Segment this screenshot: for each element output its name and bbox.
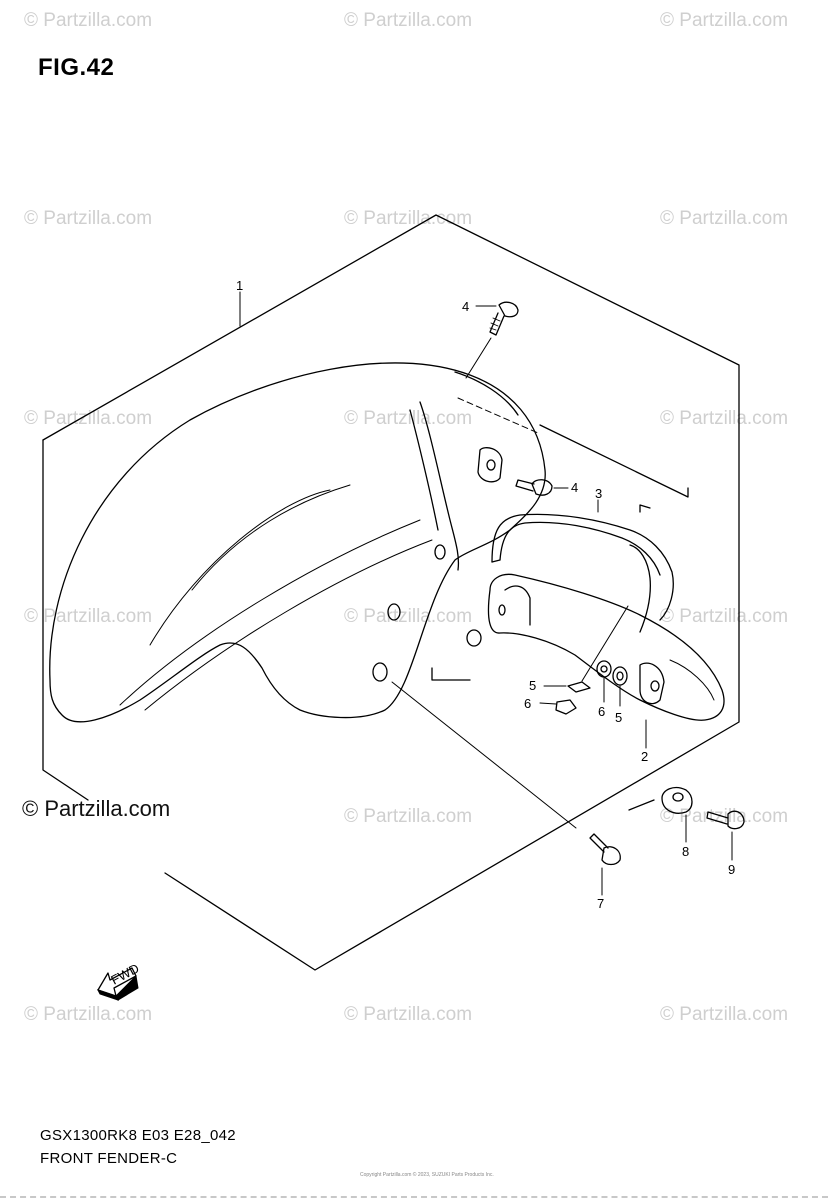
figure-title: FIG.42	[38, 54, 115, 81]
clip	[567, 681, 591, 693]
bracket-frame	[431, 667, 471, 681]
washer	[612, 666, 628, 686]
screw	[489, 312, 505, 336]
partzilla-watermark: © Partzilla.com	[22, 796, 171, 821]
assembly-frame	[42, 214, 740, 971]
callout-4: 4	[571, 480, 578, 495]
front-fender	[191, 484, 351, 591]
screw	[531, 479, 553, 496]
callout-5: 5	[615, 710, 622, 725]
bottom-divider	[0, 1196, 828, 1198]
front-fender	[477, 447, 503, 483]
bracket-frame	[639, 504, 651, 513]
washer	[616, 671, 624, 681]
callout-5: 5	[529, 678, 536, 693]
mounting-hole	[434, 544, 446, 560]
inner-fender	[669, 659, 715, 701]
front-fender	[454, 371, 519, 416]
fender-bracket	[499, 521, 661, 576]
screw	[489, 317, 501, 331]
bracket-frame	[539, 424, 689, 498]
front-fender	[119, 519, 421, 706]
callout-9: 9	[728, 862, 735, 877]
mounting-hole	[650, 680, 660, 692]
forward-arrow-icon: FWD	[97, 961, 142, 1001]
bolt	[706, 811, 729, 825]
mounting-hole	[372, 662, 388, 682]
grommet	[600, 665, 608, 673]
rubber-grommet	[661, 786, 693, 814]
front-fender	[49, 362, 546, 723]
screw	[515, 479, 535, 492]
inner-fender	[504, 585, 531, 626]
mounting-hole	[466, 629, 482, 647]
callout-7: 7	[597, 896, 604, 911]
callout-3: 3	[595, 486, 602, 501]
copyright-note: Copyright Partzilla.com © 2023, SUZUKI P…	[360, 1172, 494, 1178]
mounting-hole	[486, 459, 496, 471]
bolt	[601, 846, 621, 866]
fender-bracket	[491, 513, 674, 621]
part-name: FRONT FENDER-C	[40, 1150, 178, 1167]
callout-4: 4	[462, 299, 469, 314]
bracket-frame	[628, 799, 655, 811]
rubber-grommet	[672, 792, 684, 802]
callout-6: 6	[524, 696, 531, 711]
fender-bracket	[491, 559, 501, 563]
fender-bracket	[629, 544, 651, 633]
screw	[498, 301, 519, 318]
model-code: GSX1300RK8 E03 E28_042	[40, 1127, 236, 1144]
nut	[555, 699, 577, 715]
callout-2: 2	[641, 749, 648, 764]
bolt	[589, 833, 609, 853]
inner-fender	[639, 662, 665, 705]
assembly-frame	[42, 439, 89, 801]
mounting-hole	[387, 603, 401, 621]
front-fender	[149, 489, 331, 646]
callout-8: 8	[682, 844, 689, 859]
front-fender	[419, 401, 460, 571]
front-fender	[409, 409, 439, 531]
grommet	[596, 660, 612, 678]
bolt	[727, 810, 745, 830]
mounting-hole	[498, 604, 506, 616]
callout-1: 1	[236, 278, 243, 293]
front-fender	[144, 539, 433, 711]
inner-fender	[487, 573, 725, 721]
callout-6: 6	[598, 704, 605, 719]
